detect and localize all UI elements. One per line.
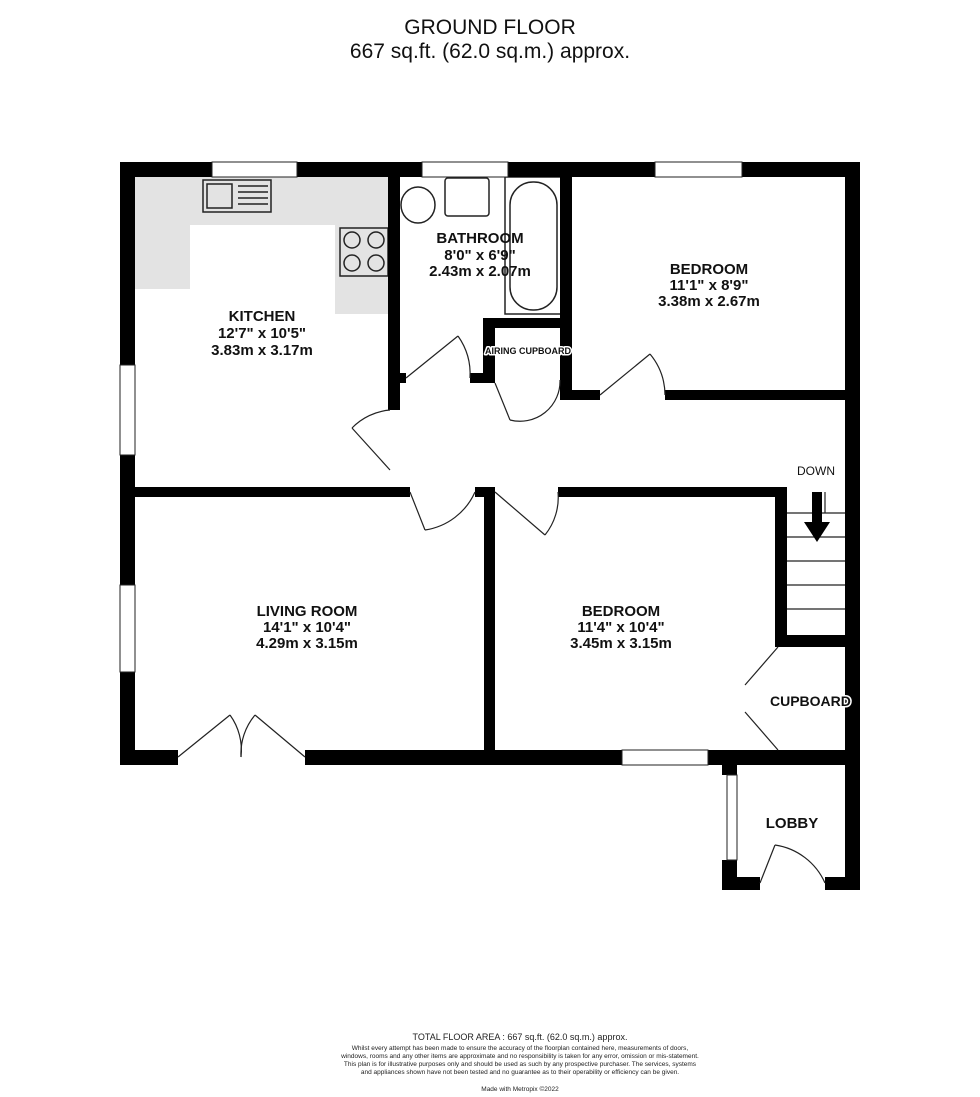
- svg-text:3.45m x 3.15m: 3.45m x 3.15m: [570, 635, 672, 652]
- stairs-down-label: DOWN: [797, 464, 835, 478]
- svg-text:BEDROOM: BEDROOM: [582, 603, 660, 620]
- room-bathroom: BATHROOM 8'0" x 6'9" 2.43m x 2.07m: [429, 230, 531, 280]
- stairs-down-arrow-icon: [804, 492, 830, 542]
- svg-text:11'1" x 8'9": 11'1" x 8'9": [670, 277, 749, 294]
- floor-area: 667 sq.ft. (62.0 sq.m.) approx.: [349, 40, 631, 63]
- worktops: [135, 177, 388, 314]
- svg-text:12'7" x 10'5": 12'7" x 10'5": [218, 325, 306, 342]
- sink-icon: [202, 179, 272, 213]
- svg-text:11'4" x 10'4": 11'4" x 10'4": [577, 619, 664, 636]
- svg-text:KITCHEN: KITCHEN: [229, 308, 296, 325]
- toilet-icon: [400, 186, 436, 224]
- svg-text:14'1" x 10'4": 14'1" x 10'4": [263, 619, 351, 636]
- svg-text:3.38m x 2.67m: 3.38m x 2.67m: [658, 293, 760, 310]
- svg-text:4.29m x 3.15m: 4.29m x 3.15m: [256, 635, 358, 652]
- svg-text:BEDROOM: BEDROOM: [670, 261, 748, 278]
- basin-icon: [444, 177, 490, 217]
- svg-text:8'0" x 6'9": 8'0" x 6'9": [444, 247, 515, 264]
- room-bedroom-1: BEDROOM 11'1" x 8'9" 3.38m x 2.67m: [658, 261, 760, 310]
- doors: [177, 335, 826, 884]
- room-lobby: LOBBY: [766, 815, 819, 832]
- room-bedroom-2: BEDROOM 11'4" x 10'4" 3.45m x 3.15m: [570, 603, 672, 652]
- walls: [120, 162, 860, 890]
- room-kitchen: KITCHEN 12'7" x 10'5" 3.83m x 3.17m: [211, 308, 313, 359]
- total-floor-area: TOTAL FLOOR AREA : 667 sq.ft. (62.0 sq.m…: [412, 1032, 628, 1042]
- room-cupboard: CUPBOARD: [770, 693, 851, 709]
- svg-text:BATHROOM: BATHROOM: [436, 230, 523, 247]
- disclaimer: Whilst every attempt has been made to en…: [341, 1045, 699, 1076]
- room-airing-cupboard: AIRING CUPBOARD: [485, 346, 572, 356]
- windows: [119, 161, 743, 861]
- floor-title: GROUND FLOOR: [404, 16, 576, 39]
- room-living-room: LIVING ROOM 14'1" x 10'4" 4.29m x 3.15m: [256, 603, 358, 652]
- svg-text:2.43m x 2.07m: 2.43m x 2.07m: [429, 263, 531, 280]
- svg-text:LIVING ROOM: LIVING ROOM: [257, 603, 358, 620]
- credit: Made with Metropix ©2022: [481, 1086, 559, 1093]
- svg-text:3.83m x 3.17m: 3.83m x 3.17m: [211, 342, 313, 359]
